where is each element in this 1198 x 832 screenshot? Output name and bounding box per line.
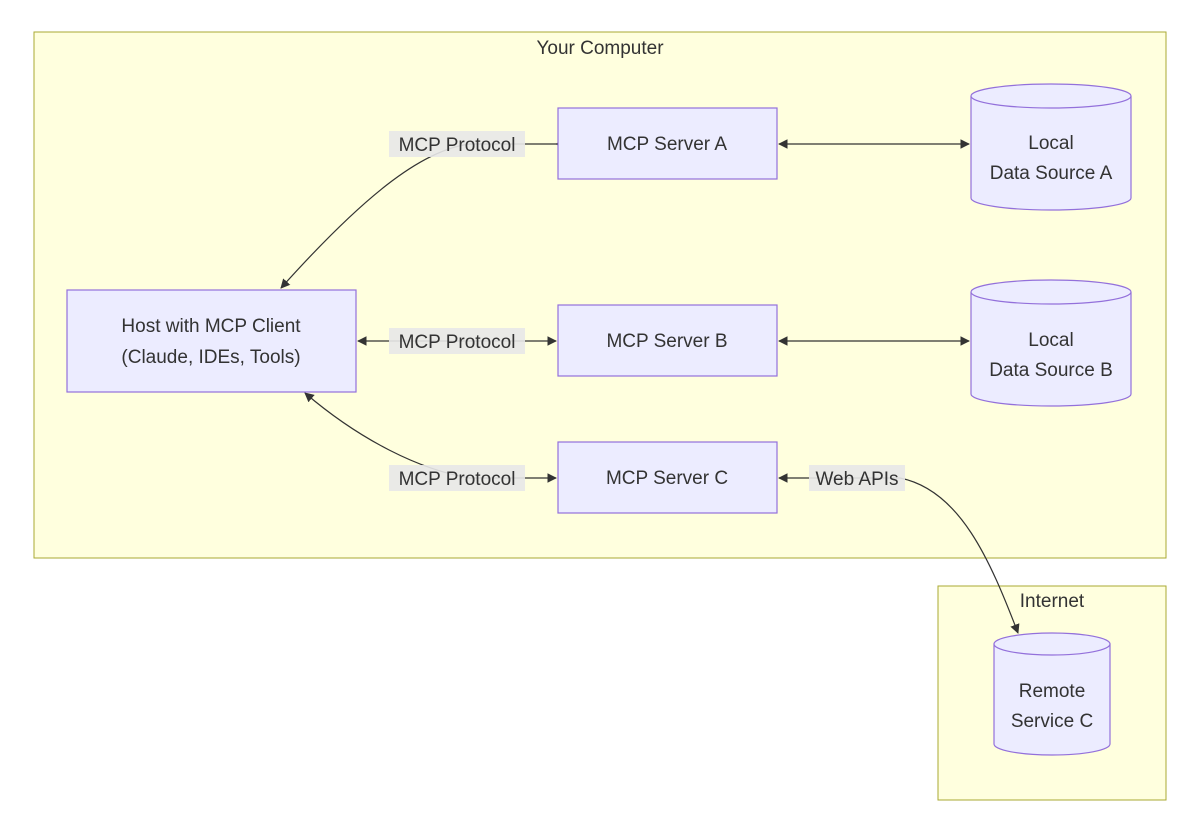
node-host-line1: Host with MCP Client [121,316,301,337]
edge-label-host-b-text: MCP Protocol [399,332,516,353]
node-local-data-source-a: Local Data Source A [970,83,1132,211]
edge-label-host-b: MCP Protocol [389,328,525,354]
node-local-data-source-b: Local Data Source B [970,279,1132,407]
node-host-mcp-client: Host with MCP Client (Claude, IDEs, Tool… [66,289,357,393]
cylinder-b-body [970,292,1132,407]
edge-label-web-apis-text: Web APIs [815,469,898,490]
cylinder-c-top [993,632,1111,656]
edge-label-web-apis: Web APIs [809,465,905,491]
cluster-internet-label: Internet [1020,591,1085,612]
edge-server-c-remote [778,473,1020,634]
cluster-your-computer-label: Your Computer [536,38,664,59]
edge-label-host-c: MCP Protocol [389,465,525,491]
node-mcp-server-b: MCP Server B [557,304,778,377]
cylinder-a-body [970,96,1132,211]
node-mcp-server-b-label: MCP Server B [606,331,727,352]
node-remote-c-line2: Service C [1011,711,1093,732]
node-remote-service-c: Remote Service C [993,632,1111,756]
node-mcp-server-c-label: MCP Server C [606,468,728,489]
node-mcp-server-a-label: MCP Server A [607,134,727,155]
node-data-b-line2: Data Source B [989,360,1113,381]
cylinder-b-top [970,279,1132,305]
node-mcp-server-c: MCP Server C [557,441,778,514]
node-host-line2: (Claude, IDEs, Tools) [121,347,300,368]
node-data-a-line1: Local [1028,133,1073,154]
cylinder-a-top [970,83,1132,109]
node-data-a-line2: Data Source A [990,163,1113,184]
node-remote-c-line1: Remote [1019,681,1086,702]
node-mcp-server-a: MCP Server A [557,107,778,180]
node-data-b-line1: Local [1028,330,1073,351]
cylinder-c-body [993,644,1111,756]
edge-label-host-a: MCP Protocol [389,131,525,157]
edge-label-host-a-text: MCP Protocol [399,135,516,156]
edge-label-host-c-text: MCP Protocol [399,469,516,490]
